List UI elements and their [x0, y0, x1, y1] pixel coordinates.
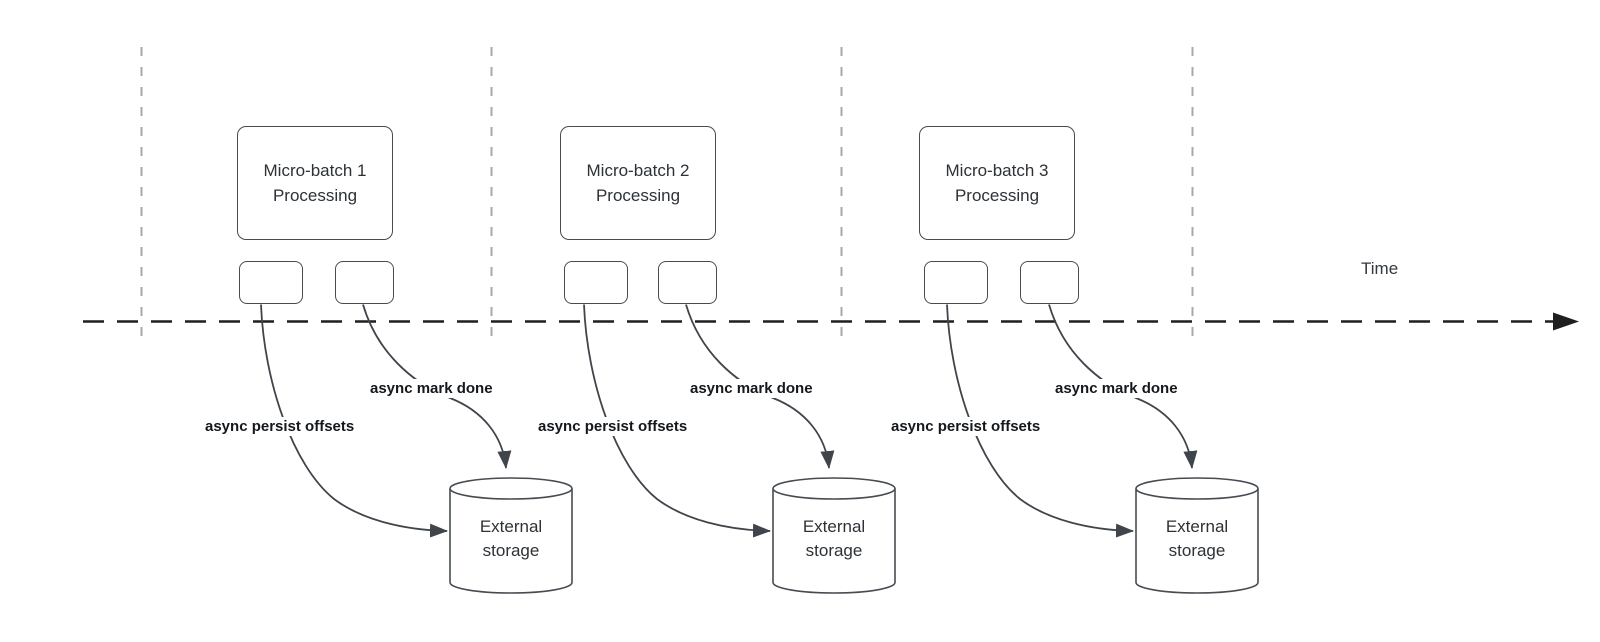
micro-batch-1-box: Micro-batch 1 Processing — [237, 126, 393, 240]
commit-task-box-1 — [335, 261, 394, 304]
persist-offsets-arrow-3 — [946, 304, 1134, 538]
batch-group-1-strokes — [260, 304, 573, 594]
external-storage-label-2: External storage — [802, 517, 866, 560]
persist-offsets-label-2: async persist offsets — [536, 417, 690, 436]
timeline-dividers — [140, 47, 1194, 337]
mark-done-label-2: async mark done — [688, 379, 815, 398]
micro-batch-1-label: Micro-batch 1 Processing — [263, 161, 367, 205]
external-storage-label-1: External storage — [479, 517, 543, 560]
storage-cylinder-3 — [1135, 477, 1259, 594]
mark-done-label-3: async mark done — [1053, 379, 1180, 398]
micro-batch-2-label: Micro-batch 2 Processing — [586, 161, 690, 205]
batch-group-3-strokes — [946, 304, 1259, 594]
persist-offsets-arrow-1 — [260, 304, 448, 538]
micro-batch-3-box: Micro-batch 3 Processing — [919, 126, 1075, 240]
offset-task-box-1 — [239, 261, 303, 304]
micro-batch-3-label: Micro-batch 3 Processing — [945, 161, 1049, 205]
mark-done-label-1: async mark done — [368, 379, 495, 398]
commit-task-box-3 — [1020, 261, 1079, 304]
storage-cylinder-1 — [449, 477, 573, 594]
offset-task-box-3 — [924, 261, 988, 304]
micro-batch-2-box: Micro-batch 2 Processing — [560, 126, 716, 240]
commit-task-box-2 — [658, 261, 717, 304]
offset-task-box-2 — [564, 261, 628, 304]
persist-offsets-arrow-2 — [583, 304, 771, 538]
storage-cylinder-2 — [772, 477, 896, 594]
persist-offsets-label-3: async persist offsets — [889, 417, 1043, 436]
time-axis-label: Time — [1361, 259, 1399, 278]
external-storage-label-3: External storage — [1165, 517, 1229, 560]
persist-offsets-label-1: async persist offsets — [203, 417, 357, 436]
